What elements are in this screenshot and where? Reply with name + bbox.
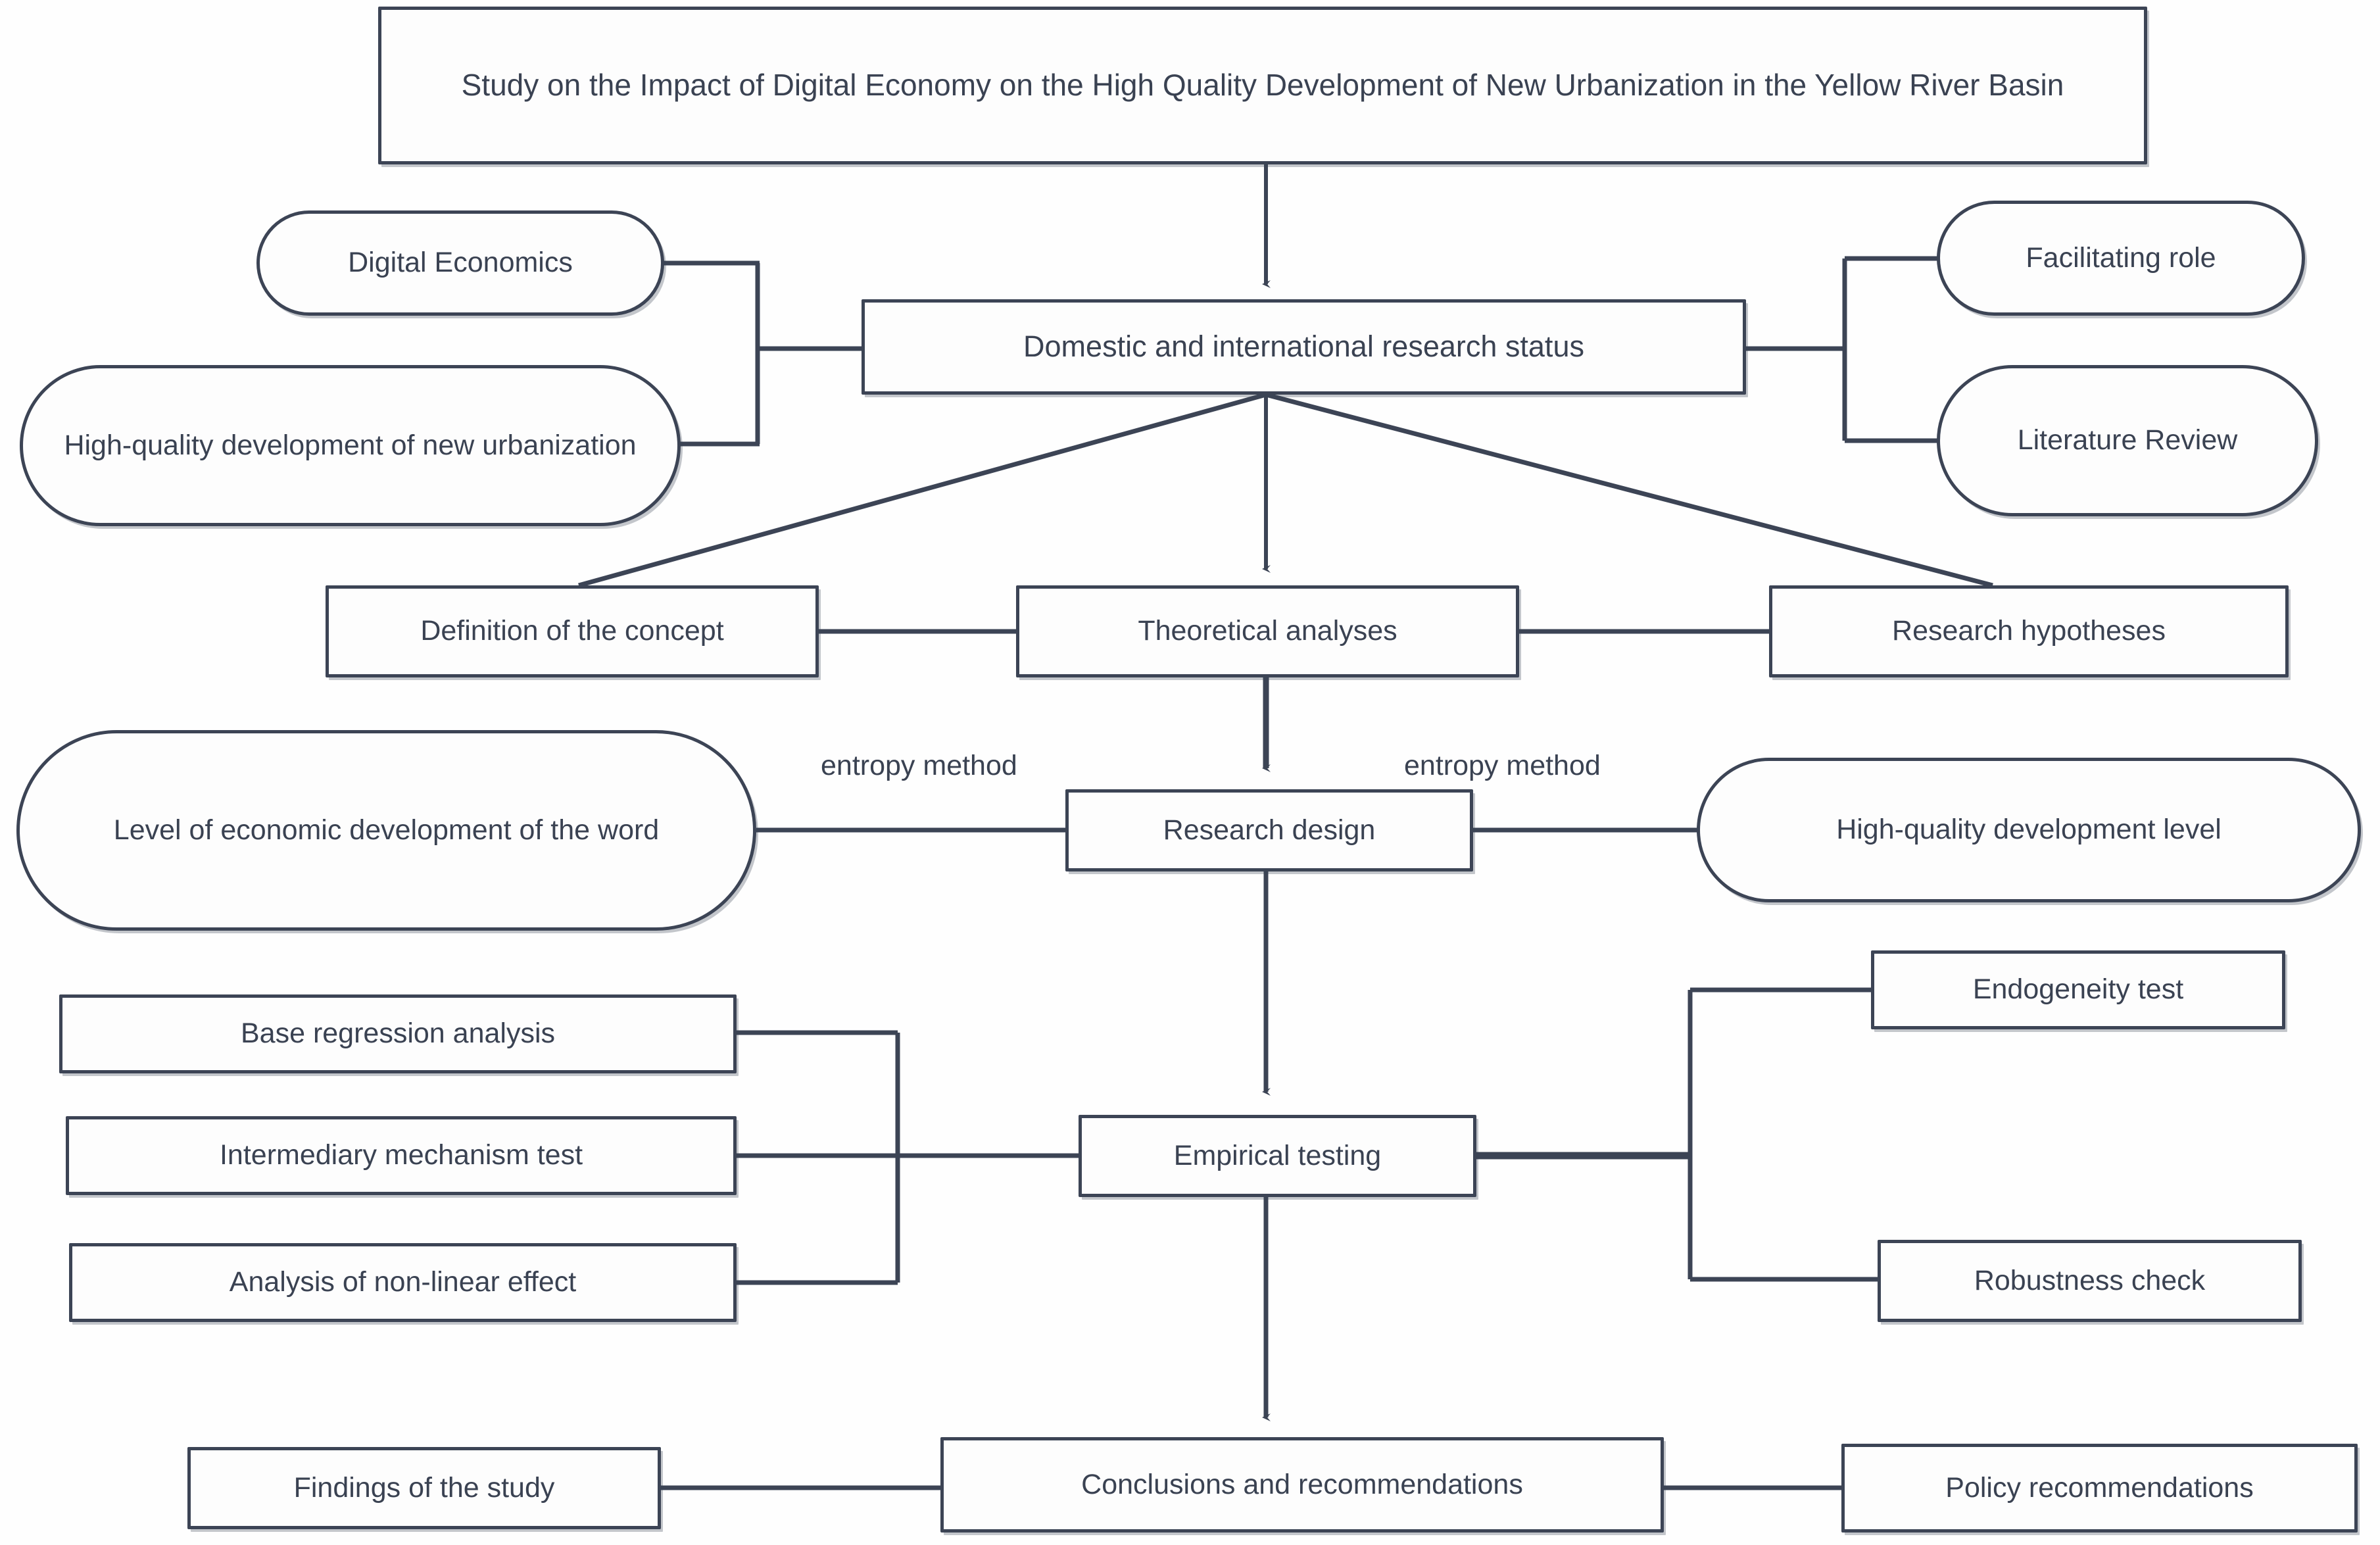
node-facilitating-role[interactable]: Facilitating role <box>1937 201 2305 316</box>
node-conclusions-and-recommendations-label: Conclusions and recommendations <box>1081 1468 1523 1500</box>
node-endogeneity-test-label: Endogeneity test <box>1972 973 2184 1006</box>
node-robustness-check[interactable]: Robustness check <box>1878 1240 2302 1322</box>
node-research-design-label: Research design <box>1163 814 1376 846</box>
node-digital-economics-label: Digital Economics <box>348 247 573 279</box>
node-robustness-check-label: Robustness check <box>1974 1264 2206 1296</box>
node-policy-recommendations[interactable]: Policy recommendations <box>1841 1444 2358 1533</box>
node-endogeneity-test[interactable]: Endogeneity test <box>1871 950 2285 1029</box>
node-literature-review[interactable]: Literature Review <box>1937 365 2318 516</box>
node-findings-of-the-study-label: Findings of the study <box>293 1471 555 1504</box>
node-analysis-of-non-linear-effect-label: Analysis of non-linear effect <box>229 1266 577 1298</box>
node-findings-of-the-study[interactable]: Findings of the study <box>187 1447 661 1529</box>
edge-left-methods-bracket <box>737 1030 1079 1285</box>
edge-label-entropy-method-right: entropy method <box>1404 750 1601 781</box>
node-digital-economics[interactable]: Digital Economics <box>256 210 664 316</box>
edge-research-status-fan <box>578 392 1993 588</box>
node-hq-development-level[interactable]: High-quality development level <box>1697 758 2361 902</box>
node-domestic-international-research-status-label: Domestic and international research stat… <box>1023 330 1584 364</box>
node-theoretical-analyses[interactable]: Theoretical analyses <box>1016 585 1519 677</box>
node-definition-of-the-concept[interactable]: Definition of the concept <box>326 585 819 677</box>
node-base-regression-analysis[interactable]: Base regression analysis <box>59 994 737 1073</box>
node-research-design[interactable]: Research design <box>1065 789 1473 871</box>
node-hq-development-level-label: High-quality development level <box>1836 814 2222 846</box>
edge-right-review-bracket <box>1746 256 1940 443</box>
node-level-of-economic-development-label: Level of economic development of the wor… <box>113 814 660 846</box>
edge-left-theory-bracket <box>658 260 862 447</box>
node-base-regression-analysis-label: Base regression analysis <box>240 1018 556 1050</box>
node-intermediary-mechanism-test-label: Intermediary mechanism test <box>219 1139 583 1171</box>
node-research-hypotheses[interactable]: Research hypotheses <box>1769 585 2289 677</box>
node-research-hypotheses-label: Research hypotheses <box>1892 615 2166 647</box>
node-theoretical-analyses-label: Theoretical analyses <box>1138 615 1397 647</box>
node-domestic-international-research-status[interactable]: Domestic and international research stat… <box>862 299 1746 395</box>
node-hq-development-new-urbanization-label: High-quality development of new urbaniza… <box>64 429 637 461</box>
node-study-title[interactable]: Study on the Impact of Digital Economy o… <box>378 7 2147 164</box>
node-hq-development-new-urbanization[interactable]: High-quality development of new urbaniza… <box>20 365 681 526</box>
node-conclusions-and-recommendations[interactable]: Conclusions and recommendations <box>940 1437 1664 1533</box>
node-intermediary-mechanism-test[interactable]: Intermediary mechanism test <box>66 1116 737 1195</box>
node-empirical-testing[interactable]: Empirical testing <box>1079 1115 1476 1197</box>
node-study-title-label: Study on the Impact of Digital Economy o… <box>461 68 2064 103</box>
edge-label-entropy-method-left: entropy method <box>821 750 1017 781</box>
edge-right-tests-bracket <box>1476 987 1878 1282</box>
node-analysis-of-non-linear-effect[interactable]: Analysis of non-linear effect <box>69 1243 737 1322</box>
node-definition-of-the-concept-label: Definition of the concept <box>420 615 724 647</box>
node-facilitating-role-label: Facilitating role <box>2026 241 2216 274</box>
node-empirical-testing-label: Empirical testing <box>1173 1139 1382 1171</box>
node-level-of-economic-development[interactable]: Level of economic development of the wor… <box>16 730 756 931</box>
node-literature-review-label: Literature Review <box>2017 424 2238 456</box>
node-policy-recommendations-label: Policy recommendations <box>1945 1471 2254 1504</box>
